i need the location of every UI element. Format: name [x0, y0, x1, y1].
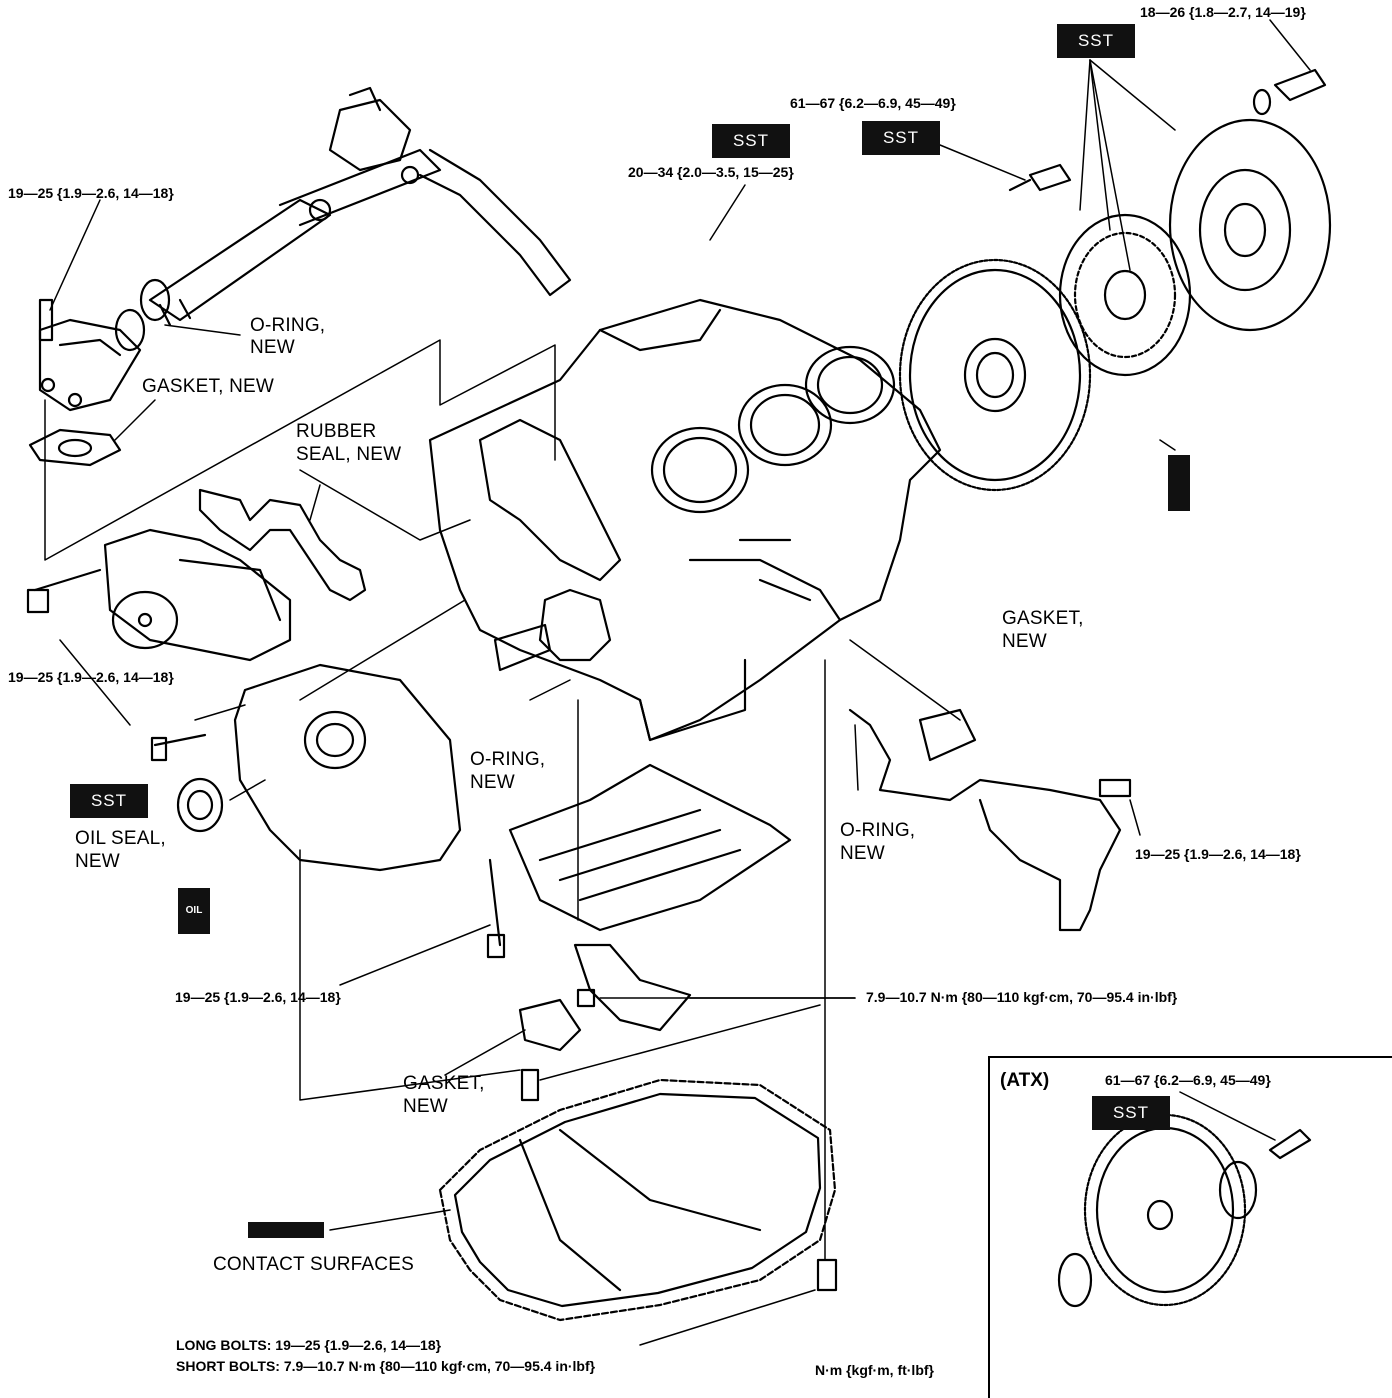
torque-long-bolts: LONG BOLTS: 19—25 {1.9—2.6, 14—18} — [176, 1337, 442, 1353]
label-oring-pipe2-1: O-RING, — [840, 820, 916, 841]
water-pump — [26, 488, 367, 662]
cylinder-block — [428, 298, 942, 742]
label-rubber-seal-1: RUBBER — [296, 421, 377, 442]
oil-pipe-right — [848, 708, 1132, 932]
label-gasket-pump-1: GASKET, — [1002, 608, 1084, 629]
label-contact-surfaces: CONTACT SURFACES — [213, 1254, 414, 1275]
grease-bottle-icon — [1168, 455, 1190, 511]
atx-panel-title: (ATX) — [1000, 1070, 1050, 1091]
torque-oil-pipe-right: 19—25 {1.9—2.6, 14—18} — [1135, 846, 1301, 862]
label-oring-pipe2-2: NEW — [840, 843, 885, 864]
label-gasket-pipe: GASKET, NEW — [142, 376, 275, 397]
label-gasket-strainer-2: NEW — [403, 1096, 448, 1117]
torque-oil-strainer: 19—25 {1.9—2.6, 14—18} — [175, 989, 341, 1005]
label-oil-seal-2: NEW — [75, 851, 120, 872]
sealant-tube-icon — [248, 1222, 324, 1238]
torque-strainer-bolts: 7.9—10.7 N·m {80—110 kgf·cm, 70—95.4 in·… — [866, 989, 1178, 1005]
torque-short-bolts: SHORT BOLTS: 7.9—10.7 N·m {80—110 kgf·cm… — [176, 1358, 596, 1374]
label-oring-pipe-1: O-RING, — [250, 315, 326, 336]
label-gasket-strainer-1: GASKET, — [403, 1073, 485, 1094]
label-gasket-pump-2: NEW — [1002, 631, 1047, 652]
torque-water-pump: 19—25 {1.9—2.6, 14—18} — [8, 669, 174, 685]
torque-pressure-plate: 18—26 {1.8—2.7, 14—19} — [1140, 4, 1306, 20]
sst-badge-oil-pressure: SST — [712, 124, 790, 158]
oil-pan — [438, 1078, 838, 1322]
label-oring-block-2: NEW — [470, 772, 515, 793]
torque-atx-drive-plate: 61—67 {6.2—6.9, 45—49} — [1105, 1072, 1271, 1088]
label-rubber-seal-2: SEAL, NEW — [296, 444, 402, 465]
flywheel — [898, 163, 1092, 492]
oil-pump-cover — [150, 663, 462, 872]
leader-lines — [44, 19, 1311, 1346]
water-pipe — [28, 86, 572, 467]
sst-badge-pressure-plate: SST — [1057, 24, 1135, 58]
oil-bottle-icon: OIL — [178, 888, 210, 934]
torque-flywheel: 61—67 {6.2—6.9, 45—49} — [790, 95, 956, 111]
sst-badge-atx: SST — [1092, 1096, 1170, 1130]
label-oring-pipe-2: NEW — [250, 337, 295, 358]
atx-panel — [988, 1056, 1392, 1398]
pressure-plate — [1168, 68, 1332, 332]
torque-oil-pressure-switch: 20—34 {2.0—3.5, 15—25} — [628, 164, 794, 180]
sst-badge-flywheel: SST — [862, 121, 940, 155]
label-oring-block-1: O-RING, — [470, 749, 546, 770]
units-note: N·m {kgf·m, ft·lbf} — [815, 1362, 934, 1378]
torque-water-pipe: 19—25 {1.9—2.6, 14—18} — [8, 185, 174, 201]
sst-badge-oil-seal: SST — [70, 784, 148, 818]
oil-baffle — [486, 763, 792, 1102]
label-oil-seal-1: OIL SEAL, — [75, 828, 166, 849]
